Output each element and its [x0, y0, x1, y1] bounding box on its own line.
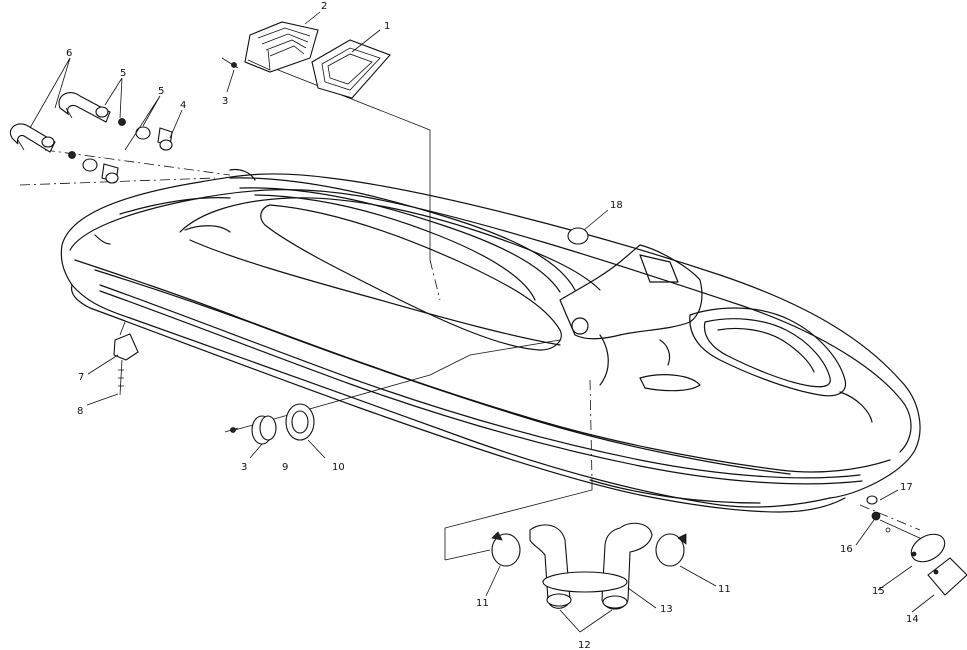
part-2-vent — [244, 21, 319, 73]
part-7-8-drain — [113, 321, 139, 396]
callout-17: 17 — [900, 482, 913, 493]
callout-10: 10 — [332, 462, 345, 473]
callout-9: 9 — [282, 462, 288, 473]
part-11-13-elbows — [491, 522, 687, 610]
callout-5-left: 5 — [120, 68, 126, 79]
callout-4: 4 — [180, 100, 186, 111]
callout-5-right: 5 — [158, 86, 164, 97]
callout-13: 13 — [660, 604, 673, 615]
callout-3-top: 3 — [222, 96, 228, 107]
part-9-10-fitting — [224, 403, 315, 445]
callout-labels: 1 2 3 6 5 5 4 7 8 3 9 10 18 11 11 13 12 … — [66, 1, 919, 650]
callout-2: 2 — [321, 1, 327, 12]
part-3-screw-top — [221, 57, 239, 69]
callout-3-bottom: 3 — [241, 462, 247, 473]
callout-11-left: 11 — [476, 598, 489, 609]
callout-1: 1 — [384, 21, 390, 32]
callout-14: 14 — [906, 614, 919, 625]
part-1-gasket — [311, 39, 391, 99]
part-6-hoses — [10, 92, 111, 153]
callout-16: 16 — [840, 544, 853, 555]
part-4-5-fittings — [41, 106, 173, 184]
callout-12: 12 — [578, 640, 591, 650]
callout-8: 8 — [77, 406, 83, 417]
callout-15: 15 — [872, 586, 885, 597]
callout-11-right: 11 — [718, 584, 731, 595]
part-18-plug — [567, 227, 589, 245]
assembly-lines — [19, 61, 936, 561]
callout-6: 6 — [66, 48, 72, 59]
callout-18: 18 — [610, 200, 623, 211]
callout-leaders — [29, 11, 935, 633]
callout-7: 7 — [78, 372, 84, 383]
hull — [60, 168, 921, 513]
part-14-17-nozzle — [866, 495, 967, 596]
